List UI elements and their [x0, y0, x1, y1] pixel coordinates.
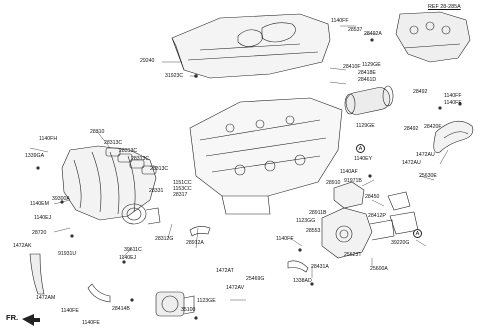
front-label: FR.	[6, 313, 19, 322]
bolt-drawing	[36, 38, 462, 320]
part-label[interactable]: 1472AU	[416, 152, 435, 158]
part-label[interactable]: 1151CC	[173, 180, 192, 186]
gasket-drawing	[105, 147, 157, 175]
part-label[interactable]: 28412P	[368, 213, 386, 219]
cylinder-head-drawing	[189, 97, 343, 215]
part-label[interactable]: 28414B	[112, 306, 130, 312]
part-label[interactable]: 25623T	[344, 252, 362, 258]
part-label[interactable]: 1472AK	[13, 243, 32, 249]
part-label[interactable]: 28431A	[311, 264, 329, 270]
part-label[interactable]: 1123GG	[296, 218, 316, 224]
part-label[interactable]: 1140EJ	[119, 255, 137, 261]
part-label[interactable]: 1140FE	[61, 308, 79, 314]
catalytic-converter-drawing	[344, 85, 394, 115]
part-label[interactable]: 28312G	[155, 236, 174, 242]
part-label[interactable]: 1472AT	[216, 268, 234, 274]
part-label[interactable]: 28310	[90, 129, 105, 135]
part-label[interactable]: 1339GA	[25, 153, 45, 159]
part-label[interactable]: 25469G	[246, 276, 265, 282]
ref-label[interactable]: REF 28-285A	[428, 4, 461, 10]
part-label[interactable]: 28418E	[358, 70, 376, 76]
part-label[interactable]: 28313C	[131, 156, 150, 162]
part-label[interactable]: 1123GE	[197, 298, 216, 304]
part-label[interactable]: 28492A	[364, 31, 382, 37]
part-label[interactable]: 28313C	[104, 140, 123, 146]
part-label[interactable]: 1140EJ	[34, 215, 52, 221]
part-label[interactable]: 31923C	[165, 73, 184, 79]
part-label[interactable]: 39300A	[52, 196, 70, 202]
part-label[interactable]: 1140FF	[444, 93, 462, 99]
part-label[interactable]: 91931U	[58, 251, 77, 257]
engine-cover-drawing	[171, 13, 331, 79]
part-label[interactable]: 1129GE	[356, 123, 375, 129]
part-label[interactable]: 25630E	[419, 173, 437, 179]
intake-manifold-drawing	[61, 145, 161, 225]
part-label[interactable]: 39220G	[391, 240, 410, 246]
part-label[interactable]: 28410F	[343, 64, 361, 70]
part-label[interactable]: 28420F	[424, 124, 442, 130]
part-label[interactable]: 28461D	[358, 77, 377, 83]
part-label[interactable]: 1140EM	[30, 201, 49, 207]
part-label[interactable]: 28553	[306, 228, 321, 234]
part-label[interactable]: 1140AF	[340, 169, 358, 175]
part-label[interactable]: 1140FH	[39, 136, 58, 142]
part-label[interactable]: 1129GE	[362, 62, 381, 68]
part-label[interactable]: 28317	[173, 192, 188, 198]
part-label[interactable]: 29240	[140, 58, 155, 64]
part-label[interactable]: 1472AM	[36, 295, 56, 301]
part-label[interactable]: 28720	[32, 230, 47, 236]
part-label[interactable]: 35100	[181, 307, 196, 313]
leader-lines	[29, 25, 449, 301]
part-label[interactable]: 1153CC	[173, 186, 192, 192]
part-label[interactable]: 1472AU	[402, 160, 421, 166]
part-label[interactable]: 39611C	[124, 247, 142, 253]
part-label[interactable]: 28450	[365, 194, 380, 200]
hose-drawing	[29, 226, 309, 303]
part-label[interactable]: 1338AD	[293, 278, 312, 284]
part-label[interactable]: 1472AV	[226, 285, 245, 291]
part-label[interactable]: 28492	[413, 89, 428, 95]
front-arrow-icon	[22, 314, 40, 326]
exhaust-pipe-drawing	[433, 120, 474, 153]
part-label[interactable]: 28313C	[150, 166, 169, 172]
part-label[interactable]: 28910	[326, 180, 341, 186]
part-label[interactable]: 28331	[149, 188, 164, 194]
exhaust-manifold-drawing	[395, 11, 471, 63]
part-label[interactable]: 91971B	[344, 178, 362, 184]
part-label[interactable]: 25600A	[370, 266, 388, 272]
circle-marker-a: A	[413, 229, 422, 238]
water-pump-drawing	[321, 207, 395, 259]
part-label[interactable]: 1140FF	[331, 18, 349, 24]
part-label[interactable]: 1140FF	[276, 236, 294, 242]
part-label[interactable]: 28492	[404, 126, 419, 132]
part-label[interactable]: 28912A	[186, 240, 204, 246]
part-label[interactable]: 28911B	[309, 210, 327, 216]
part-label[interactable]: 1140FE	[82, 320, 100, 326]
circle-marker-a: A	[356, 144, 365, 153]
part-label[interactable]: 28537	[348, 27, 363, 33]
part-label[interactable]: 1140EY	[354, 156, 373, 162]
part-label[interactable]: 28313C	[119, 148, 138, 154]
throttle-body-drawing	[155, 291, 195, 317]
egr-valve-drawing	[333, 181, 419, 235]
part-label[interactable]: 1140FF	[444, 100, 462, 106]
